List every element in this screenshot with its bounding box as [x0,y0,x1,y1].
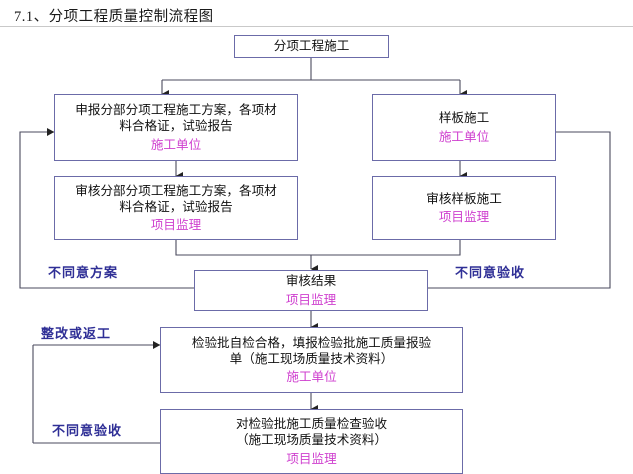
page-title: 7.1、分项工程质量控制流程图 [14,9,214,25]
node-main-text: 分项工程施工 [273,39,350,54]
node-fenxiang-gongcheng-shigong[interactable]: 分项工程施工 [234,35,389,58]
node-jianyanpi-yanshou[interactable]: 对检验批施工质量检查验收 （施工现场质量技术资料） 项目监理 [160,409,463,474]
edge-reviewsample-to-result [311,240,461,256]
node-role-text: 施工单位 [286,370,337,385]
node-main-text: 检验批自检合格，填报检验批施工质量报验 单（施工现场质量技术资料） [191,335,432,366]
node-role-text: 施工单位 [150,137,202,152]
node-shenhe-jieguo[interactable]: 审核结果 项目监理 [194,270,428,311]
edge-left-feedback-disagree-plan [19,128,194,289]
node-main-text: 对检验批施工质量检查验收 （施工现场质量技术资料） [235,417,388,448]
node-role-text: 项目监理 [438,210,490,224]
node-shenbao-fangan[interactable]: 申报分部分项工程施工方案，各项材 料合格证，试验报告 施工单位 [54,94,298,161]
title-divider [0,26,633,27]
node-shenhe-yangban-shigong[interactable]: 审核样板施工 项目监理 [372,176,556,240]
node-main-text: 审核分部分项工程施工方案，各项材 料合格证，试验报告 [75,183,277,214]
edge-label-disagree-acceptance-right: 不同意验收 [455,265,526,280]
node-yangban-shigong[interactable]: 样板施工 施工单位 [372,94,556,161]
node-main-text: 样板施工 [438,111,490,126]
edge-reviewplan-to-result [175,240,318,273]
node-shenhe-fangan[interactable]: 审核分部分项工程施工方案，各项材 料合格证，试验报告 项目监理 [54,176,298,240]
node-role-text: 项目监理 [285,292,337,307]
node-jianyanpi-zijian[interactable]: 检验批自检合格，填报检验批施工质量报验 单（施工现场质量技术资料） 施工单位 [160,327,463,393]
node-main-text: 审核结果 [285,274,337,289]
edge-label-rectify-or-rework: 整改或返工 [41,326,112,341]
edge-label-disagree-plan: 不同意方案 [48,265,119,280]
edge-label-disagree-acceptance-left: 不同意验收 [52,423,123,438]
edge-right-feedback-disagree-acceptance [428,128,611,289]
node-role-text: 施工单位 [438,129,490,144]
node-role-text: 项目监理 [286,451,337,466]
node-main-text: 审核样板施工 [426,191,502,206]
node-role-text: 项目监理 [150,218,202,233]
node-main-text: 申报分部分项工程施工方案，各项材 料合格证，试验报告 [75,103,277,134]
